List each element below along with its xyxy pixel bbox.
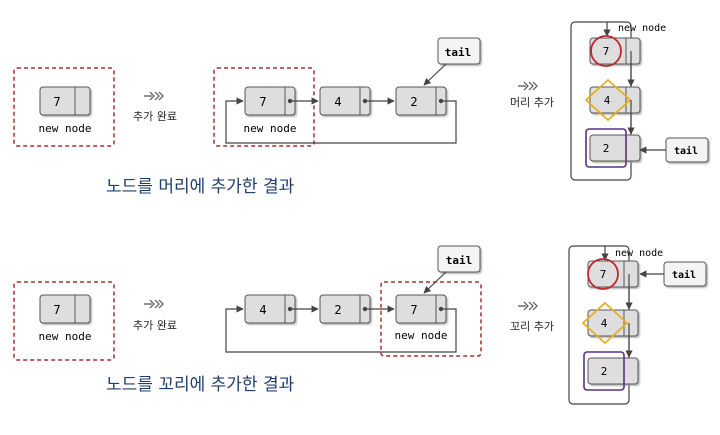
highlight-diamond <box>581 301 629 345</box>
node-box <box>589 86 641 114</box>
new-node-label: new node <box>395 329 448 342</box>
new-node-highlight-box <box>213 67 315 147</box>
node-box <box>244 294 296 324</box>
highlight-circle <box>587 258 619 290</box>
node-value: 7 <box>259 95 266 109</box>
node-box <box>319 86 371 116</box>
node-value: 2 <box>601 365 608 378</box>
double-chevron-arrow-icon <box>518 301 538 311</box>
node-value: 4 <box>601 317 608 330</box>
new-node-highlight-box <box>13 67 115 147</box>
highlight-circle <box>590 35 622 67</box>
step-label: 머리 추가 <box>510 96 554 109</box>
node-box <box>395 294 447 324</box>
new-node-label: new node <box>244 122 297 135</box>
node-box <box>589 37 641 65</box>
node-value: 7 <box>600 268 607 281</box>
node-value: 4 <box>259 303 266 317</box>
node-value: 4 <box>604 94 611 107</box>
highlight-diamond <box>584 78 632 122</box>
new-node-highlight-box <box>13 281 115 361</box>
node-value: 2 <box>603 142 610 155</box>
node-value: 2 <box>334 303 341 317</box>
step-label: 추가 완료 <box>133 110 177 123</box>
new-node-label: new node <box>39 122 92 135</box>
tail-label: tail <box>446 254 473 267</box>
node-value: 7 <box>53 95 60 109</box>
new-node-label: new node <box>618 23 666 34</box>
node-value: 2 <box>410 95 417 109</box>
node-box <box>589 134 641 162</box>
tail-label: tail <box>672 269 696 281</box>
tail-box <box>437 245 481 273</box>
node-box <box>587 357 639 385</box>
node-box <box>587 309 639 337</box>
row-head-insert: 7 new node 추가 완료 7 4 2 <box>13 21 709 197</box>
tail-label: tail <box>674 145 698 157</box>
node-value: 4 <box>334 95 341 109</box>
node-value: 7 <box>53 303 60 317</box>
double-chevron-arrow-icon <box>144 91 164 101</box>
row-tail-insert: 7 new node 추가 완료 4 2 7 <box>13 245 707 405</box>
tail-box <box>437 37 481 65</box>
step-label: 추가 완료 <box>133 319 177 332</box>
caption: 노드를 머리에 추가한 결과 <box>106 177 295 197</box>
tail-label: tail <box>445 46 472 59</box>
node-value: 7 <box>410 303 417 317</box>
double-chevron-arrow-icon <box>518 81 538 91</box>
step-label: 꼬리 추가 <box>510 320 554 333</box>
tail-pointer-arrow <box>423 63 447 86</box>
link-arrows <box>225 305 457 353</box>
node-box <box>244 86 296 116</box>
node-box <box>395 86 447 116</box>
tail-pointer-arrow <box>423 271 447 294</box>
new-node-label: new node <box>39 330 92 343</box>
caption: 노드를 꼬리에 추가한 결과 <box>106 375 295 395</box>
node-box <box>39 294 91 324</box>
highlight-square <box>585 128 627 168</box>
new-node-label: new node <box>615 248 663 259</box>
new-node-highlight-box <box>380 281 482 357</box>
node-box <box>39 86 91 116</box>
double-chevron-arrow-icon <box>144 299 164 309</box>
node-box <box>587 260 639 288</box>
highlight-square <box>583 351 625 391</box>
node-value: 7 <box>603 45 610 58</box>
link-arrows <box>225 97 457 144</box>
node-box <box>319 294 371 324</box>
